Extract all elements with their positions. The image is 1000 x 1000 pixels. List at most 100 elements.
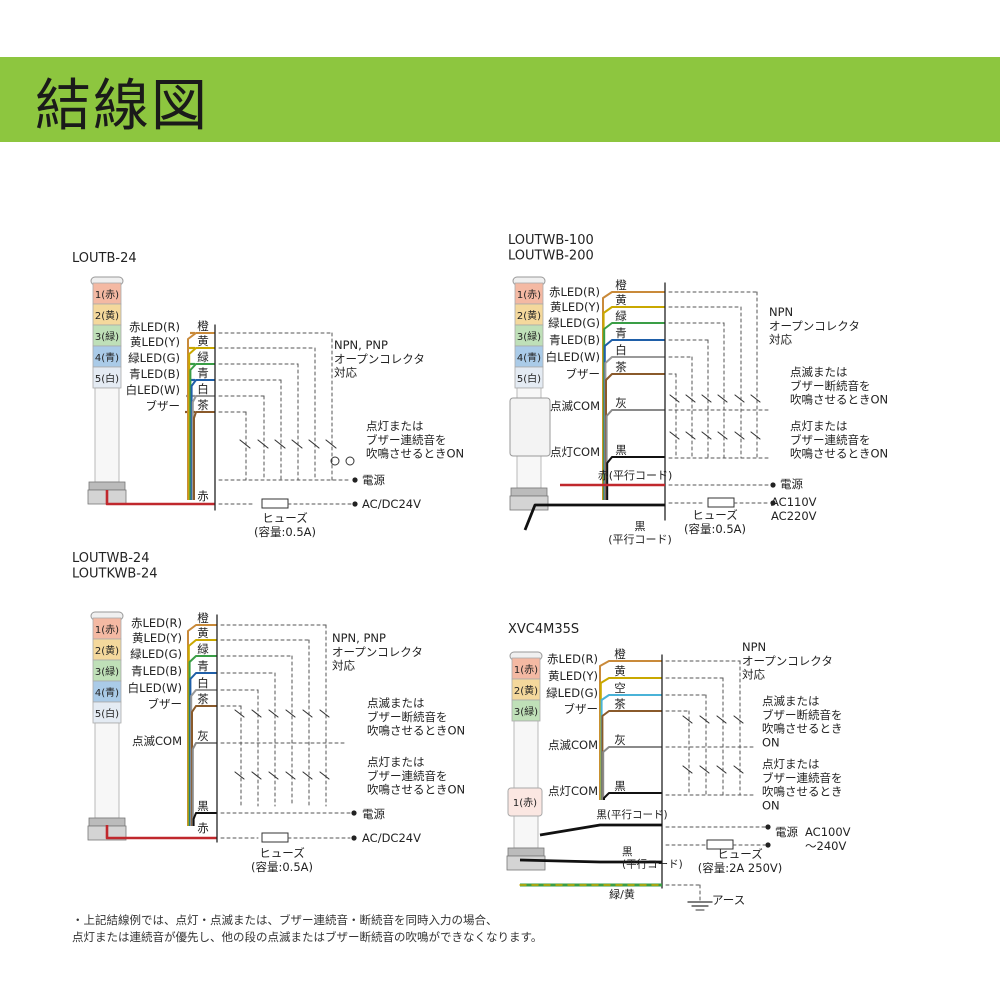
switch-contact (239, 439, 251, 449)
tower-housing (509, 397, 551, 457)
power-terminal (770, 500, 776, 506)
wire-label: 黄 (197, 626, 209, 640)
model-loutwb-24: LOUTWB-24 (72, 551, 149, 566)
tower-loutwb-24-tier-label: 1(赤) (95, 624, 119, 636)
tower-loutwb-24-base-ring (88, 817, 126, 827)
switch-note: ブザー連続音を (366, 433, 447, 447)
switch-note-on: ブザー連続音を (790, 433, 871, 447)
tower-loutb-24-tier-label: 3(緑) (95, 330, 119, 343)
wire-label: 赤 (197, 821, 209, 835)
switch-note-on: 吹鳴させるときON (367, 783, 465, 797)
wire-label: 緑 (615, 309, 627, 323)
switch-contact (716, 715, 727, 724)
power-terminal (351, 810, 357, 816)
input-label: 黄LED(Y) (550, 300, 600, 314)
power-label: 電源 (362, 807, 385, 821)
switch-contact (308, 439, 320, 449)
tower-xvc4m35s-tier-label: 2(黄) (514, 684, 538, 697)
input-label: 点灯COM (548, 784, 598, 798)
wire-黒 (519, 858, 662, 864)
model-xvc4m35s: XVC4M35S (508, 622, 579, 637)
power-label: 電源 (780, 477, 803, 491)
tower-xvc4m35s-base (506, 855, 546, 871)
cord-black-label: 黒(平行コード) (596, 808, 667, 821)
tower-xvc4m35s-tier-label: 3(緑) (514, 705, 538, 718)
input-label: 緑LED(G) (130, 647, 182, 661)
tower-loutb-24-pole (94, 387, 120, 483)
input-label: ブザー (564, 702, 599, 716)
switch-note-blink: 点滅または (790, 365, 848, 379)
switch-note-on: ブザー連続音を (367, 769, 448, 783)
switch-note: 点灯または (366, 419, 424, 433)
switch-contact (733, 765, 744, 774)
switch-contact (669, 431, 680, 440)
power-terminal (352, 477, 358, 483)
wire-黒 (192, 812, 217, 826)
tower-loutb-24-tier-label: 4(青) (95, 351, 119, 364)
wire-label: 橙 (615, 278, 627, 292)
input-label: 白LED(W) (546, 350, 600, 364)
tower-loutwb-24-tier-label: 5(白) (95, 707, 119, 720)
wire-灰 (605, 409, 665, 500)
wire-青 (190, 379, 215, 500)
switch-contact (285, 709, 296, 718)
wire-茶 (601, 710, 662, 800)
page-title: 結線図 (35, 74, 209, 139)
wire-label: 灰 (197, 729, 209, 743)
wire-label: 緑 (197, 350, 209, 364)
switch-note-on: ブザー連続音を (762, 771, 843, 785)
tower-loutb-24-tier-label: 1(赤) (95, 289, 119, 301)
power-label: 電源 (362, 473, 385, 487)
power-terminal (352, 501, 358, 507)
switch-note-on: 点灯または (367, 755, 425, 769)
output-type-label: オープンコレクタ (334, 352, 425, 366)
wire-label: 白 (197, 676, 209, 690)
input-label: 緑LED(G) (546, 686, 598, 700)
header-banner: 結線図 (0, 57, 1000, 142)
wire-赤 (105, 490, 215, 506)
tower-tier-label: 1(赤) (513, 797, 537, 809)
wire-label: 茶 (197, 398, 209, 412)
wire-赤 (105, 825, 217, 840)
voltage-label: AC220V (771, 509, 817, 523)
wire-黄 (599, 677, 662, 800)
switch-contact (251, 771, 262, 780)
ground-label: アース (712, 893, 745, 907)
switch-contact (319, 771, 330, 780)
output-type-label: オープンコレクタ (769, 319, 860, 333)
tower-loutwb-100-tier-label: 4(青) (517, 351, 541, 364)
power-label: 電源 (775, 825, 798, 839)
output-type-label: NPN, PNP (332, 631, 386, 645)
input-label: 点滅COM (548, 738, 598, 752)
fuse-label: (容量:2A 250V) (698, 861, 783, 875)
wire-白 (191, 395, 215, 500)
wire-label: 白 (197, 382, 209, 396)
fuse-icon (707, 497, 735, 508)
switch-contact (733, 715, 744, 724)
wire-label: 赤 (197, 489, 209, 503)
switch-contact (685, 431, 696, 440)
input-label: 白LED(W) (126, 383, 180, 397)
wire-label: 橙 (197, 319, 209, 333)
switch-contact (717, 431, 728, 440)
input-label: 赤LED(R) (131, 616, 182, 630)
model-loutwb-100: LOUTWB-100 (508, 233, 594, 248)
switch-contact (274, 439, 286, 449)
wire-label: 橙 (614, 647, 626, 661)
switch-contact (701, 394, 712, 403)
switch-contact (234, 709, 245, 718)
input-label: ブザー (566, 367, 601, 381)
switch-note-blink: ブザー断続音を (762, 708, 843, 722)
output-type-label: 対応 (769, 333, 792, 347)
tower-loutwb-100-tier-label: 2(黄) (517, 309, 541, 322)
wire-label: 黒 (614, 779, 626, 793)
switch-contact (251, 709, 262, 718)
fuse-label: ヒューズ (259, 846, 304, 860)
switch-note-on: 吹鳴させるときON (790, 447, 888, 461)
power-terminal (770, 482, 776, 488)
input-label: 赤LED(R) (549, 285, 600, 299)
switch-contact (325, 439, 337, 449)
voltage-label: AC110V (771, 495, 817, 509)
voltage-label: AC/DC24V (362, 497, 421, 511)
